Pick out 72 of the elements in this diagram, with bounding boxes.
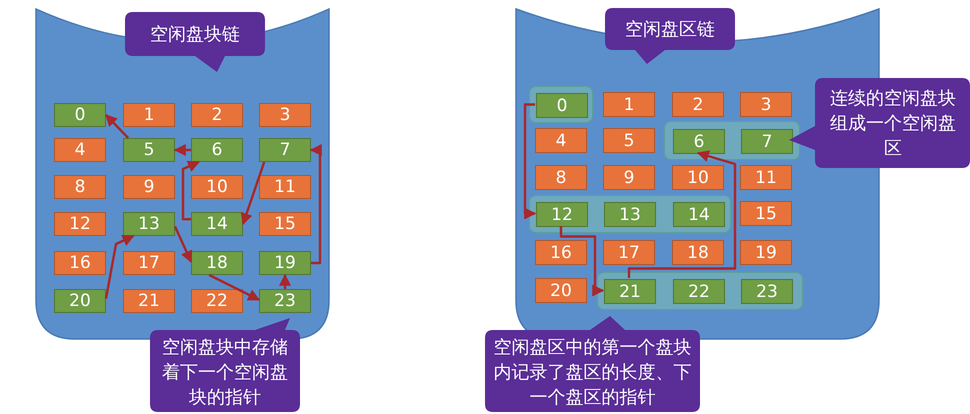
disk-block: 14: [191, 212, 243, 236]
free-region-box: [529, 195, 731, 233]
disk-block: 4: [54, 138, 106, 162]
disk-block: 18: [191, 251, 243, 275]
disk-block: 8: [535, 165, 587, 190]
arrow: [105, 114, 130, 139]
disk-block: 15: [740, 201, 792, 226]
arrow: [182, 160, 200, 220]
free-region-box: [597, 272, 803, 310]
storage-cylinder: [35, 5, 330, 340]
disk-block: 12: [536, 202, 588, 227]
disk-block: 1: [123, 103, 175, 127]
callout-text: 空闲盘区中的第一个盘块内记录了盘区的长度、下一个盘区的指针: [493, 336, 692, 410]
disk-block: 16: [54, 251, 106, 275]
disk-block: 23: [741, 279, 793, 304]
disk-block: 13: [604, 202, 656, 227]
disk-block: 5: [603, 128, 655, 153]
disk-block: 17: [123, 251, 175, 275]
callout-text: 空闲盘块链: [149, 22, 241, 46]
arrow: [240, 162, 266, 226]
callout-text: 空闲盘块中存储着下一个空闲盘块的指针: [161, 336, 289, 410]
arrow: [310, 144, 322, 264]
arrow: [628, 150, 736, 278]
callout-text: 连续的空闲盘块组成一个空闲盘区: [829, 86, 957, 160]
disk-block: 17: [603, 240, 655, 265]
disk-block: 14: [673, 202, 725, 227]
arrow: [524, 103, 536, 220]
disk-block: 3: [259, 103, 311, 127]
disk-block: 18: [672, 240, 724, 265]
disk-block: 16: [535, 240, 587, 265]
disk-block: 11: [740, 165, 792, 190]
disk-block: 4: [535, 128, 587, 153]
disk-block: 15: [259, 212, 311, 236]
disk-block: 0: [536, 93, 588, 118]
arrow: [174, 226, 192, 263]
disk-block: 1: [603, 92, 655, 117]
disk-block: 3: [740, 92, 792, 117]
disk-block: 11: [259, 175, 311, 199]
disk-block: 23: [259, 289, 311, 313]
callout-bubble: [605, 8, 735, 66]
free-region-box: [529, 86, 593, 123]
disk-block: 19: [740, 240, 792, 265]
arrow: [279, 274, 291, 289]
disk-block: 13: [123, 212, 175, 236]
disk-block: 22: [673, 279, 725, 304]
disk-block: 22: [191, 289, 243, 313]
disk-block: 9: [603, 165, 655, 190]
callout-bubble: [485, 314, 700, 412]
disk-block: 5: [123, 138, 175, 162]
callout-text: 空闲盘区链: [624, 18, 716, 42]
disk-block: 10: [191, 175, 243, 199]
disk-block: 7: [259, 138, 311, 162]
disk-block: 19: [259, 251, 311, 275]
callout-bubble: [125, 12, 265, 74]
arrow: [174, 144, 191, 156]
disk-block: 0: [54, 103, 106, 127]
disk-block: 21: [604, 279, 656, 304]
disk-block: 9: [123, 175, 175, 199]
disk-block: 2: [191, 103, 243, 127]
disk-block: 20: [535, 278, 587, 303]
arrow: [104, 234, 134, 299]
free-region-box: [664, 121, 800, 160]
disk-block: 7: [741, 129, 793, 154]
disk-block: 6: [191, 138, 243, 162]
disk-block: 2: [672, 92, 724, 117]
disk-block: 20: [54, 289, 106, 313]
disk-block: 21: [123, 289, 175, 313]
disk-block: 8: [54, 175, 106, 199]
disk-block: 6: [673, 129, 725, 154]
disk-block: 10: [672, 165, 724, 190]
arrow: [560, 226, 604, 296]
disk-block: 12: [54, 212, 106, 236]
